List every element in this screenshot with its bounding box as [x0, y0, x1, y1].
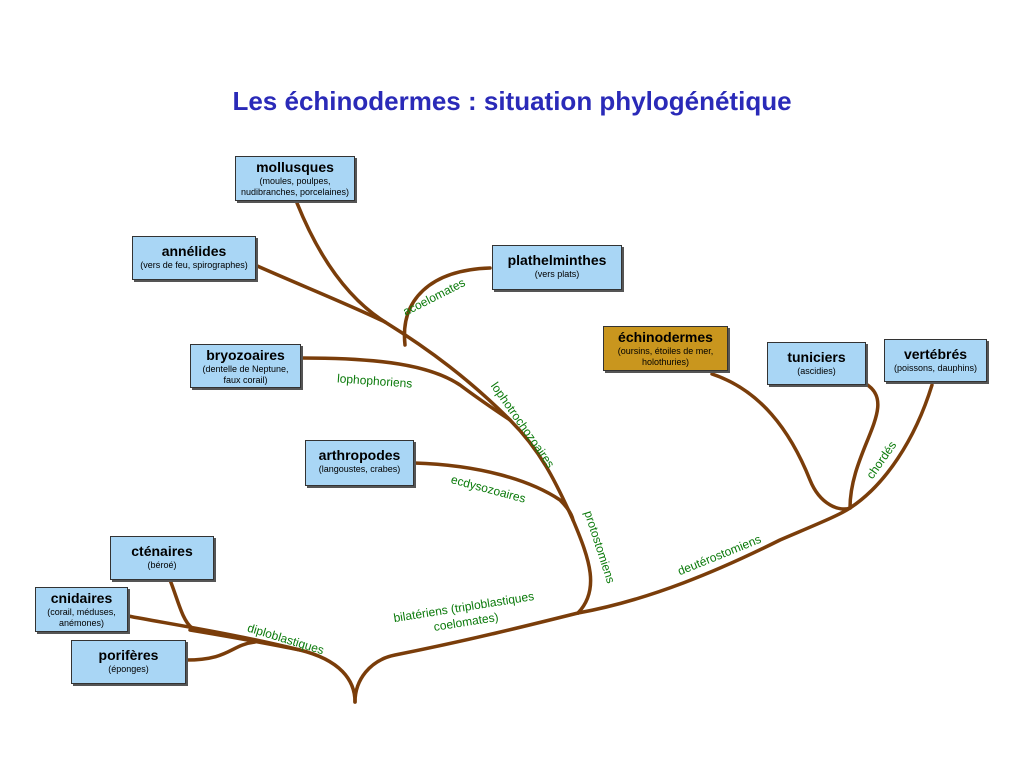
- taxon-poriferes: porifères (éponges): [71, 640, 186, 684]
- taxon-echinodermes: échinodermes (oursins, étoiles de mer, h…: [603, 326, 728, 371]
- branch-deuterostomiens: [576, 506, 852, 615]
- taxon-cnidaires: cnidaires (corail, méduses, anémones): [35, 587, 128, 632]
- branch-plathelminthes: [402, 266, 492, 347]
- taxon-ctenaires: cténaires (béroé): [110, 536, 214, 580]
- taxon-desc: (béroé): [147, 560, 177, 570]
- taxon-desc: (vers de feu, spirographes): [140, 260, 248, 270]
- taxon-annelides: annélides (vers de feu, spirographes): [132, 236, 256, 280]
- taxon-vertebres: vertébrés (poissons, dauphins): [884, 339, 987, 382]
- taxon-desc: (oursins, étoiles de mer, holothuries): [617, 346, 714, 367]
- taxon-name: arthropodes: [318, 447, 401, 463]
- taxon-name: annélides: [161, 243, 227, 259]
- taxon-tuniciers: tuniciers (ascidies): [767, 342, 866, 385]
- taxon-name: bryozoaires: [206, 347, 285, 363]
- taxon-name: cnidaires: [50, 590, 113, 606]
- taxon-name: tuniciers: [787, 349, 846, 365]
- branch-protostomiens: [295, 201, 593, 615]
- taxon-desc: (dentelle de Neptune, faux corail): [202, 364, 289, 385]
- branch-annelides: [253, 263, 387, 324]
- branch-chordes: [848, 383, 934, 510]
- taxon-name: vertébrés: [903, 346, 968, 362]
- taxon-desc: (langoustes, crabes): [318, 464, 401, 474]
- branch-tuniciers: [848, 382, 880, 510]
- branch-poriferes: [184, 640, 257, 662]
- taxon-plathelminthes: plathelminthes (vers plats): [492, 245, 622, 290]
- taxon-desc: (éponges): [108, 664, 149, 674]
- taxon-name: plathelminthes: [507, 252, 607, 268]
- taxon-name: porifères: [98, 647, 159, 663]
- taxon-name: mollusques: [256, 159, 334, 175]
- taxon-desc: (ascidies): [797, 366, 836, 376]
- taxon-mollusques: mollusques (moules, poulpes, nudibranche…: [235, 156, 355, 201]
- branch-ctenaires: [168, 578, 194, 630]
- branch-arthropodes: [412, 461, 575, 522]
- branch-echinodermes: [710, 372, 852, 511]
- taxon-arthropodes: arthropodes (langoustes, crabes): [305, 440, 414, 486]
- taxon-name: échinodermes: [618, 329, 713, 345]
- branch-root: [353, 611, 580, 704]
- branch-bryozoaires: [300, 356, 512, 422]
- taxon-bryozoaires: bryozoaires (dentelle de Neptune, faux c…: [190, 344, 301, 388]
- taxon-desc: (vers plats): [534, 269, 580, 279]
- taxon-desc: (corail, méduses, anémones): [47, 607, 116, 628]
- taxon-desc: (moules, poulpes, nudibranches, porcelai…: [240, 176, 350, 197]
- taxon-name: cténaires: [131, 543, 193, 559]
- page-title: Les échinodermes : situation phylogénéti…: [232, 86, 792, 116]
- taxon-desc: (poissons, dauphins): [893, 363, 978, 373]
- branch-cnidaires: [126, 614, 302, 652]
